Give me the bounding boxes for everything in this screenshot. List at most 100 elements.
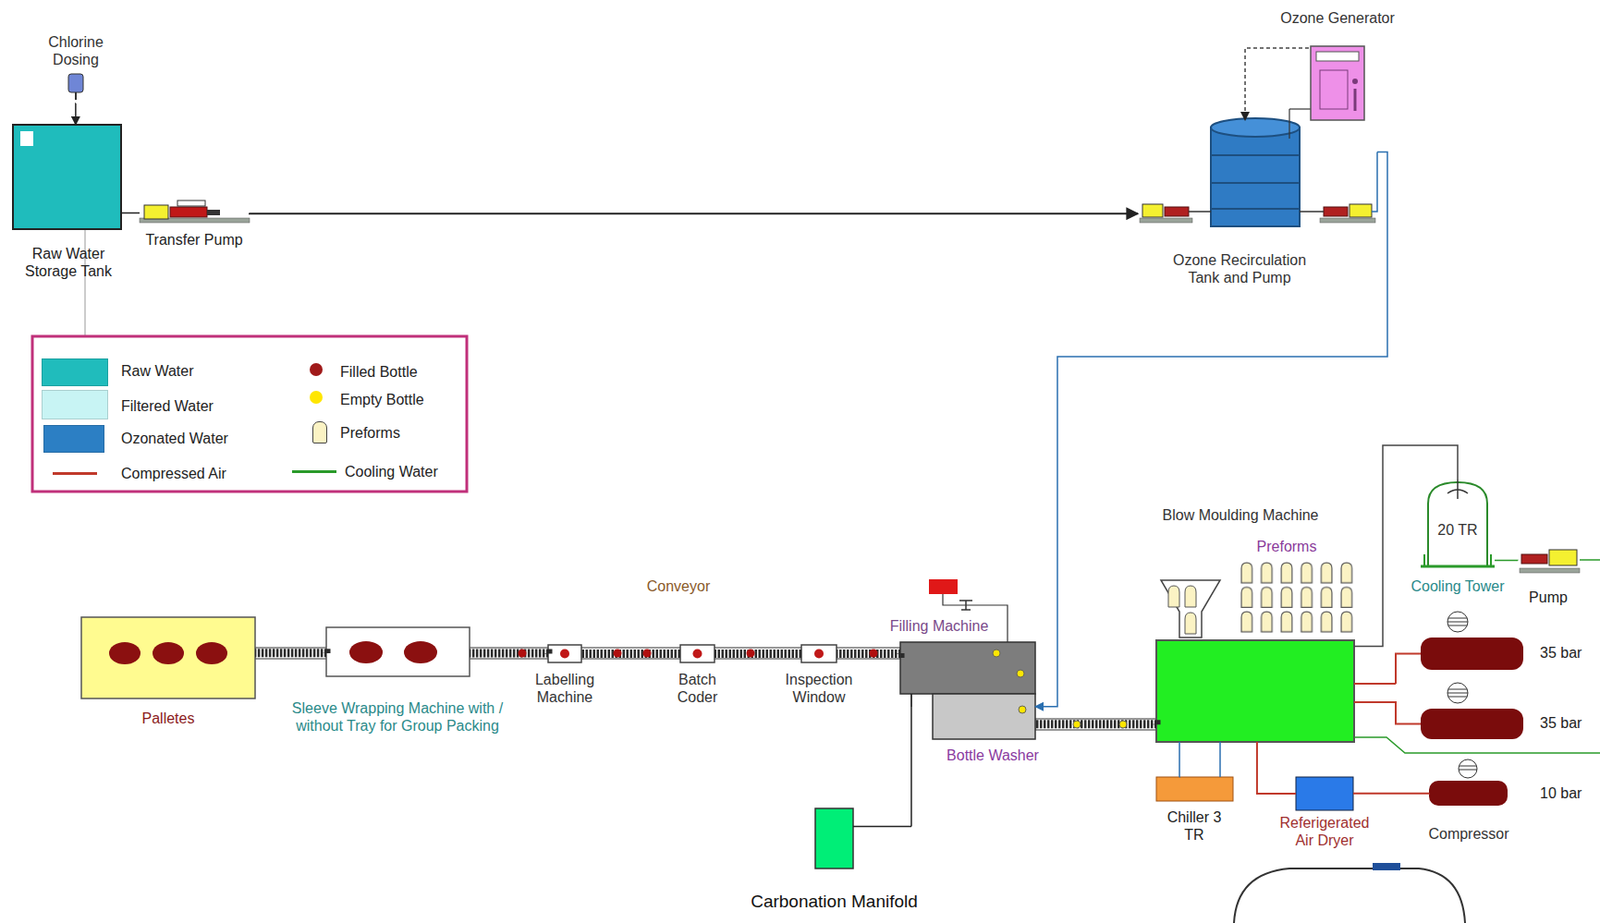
illustration-part xyxy=(1447,611,1468,633)
illustration-part xyxy=(1210,127,1300,227)
node-label: Ozone Generator xyxy=(1280,9,1395,27)
illustration-part xyxy=(1236,560,1357,635)
ozone-tank: Ozone Recirculation Tank and Pump xyxy=(1137,120,1378,227)
chiller-box: Chiller 3 TR xyxy=(1156,777,1234,802)
illustration-part xyxy=(992,649,1001,658)
illustration-part xyxy=(1156,640,1355,743)
illustration-part xyxy=(32,336,467,492)
conveyor-line xyxy=(581,649,681,659)
legend-label: Cooling Water xyxy=(344,463,439,481)
illustration-part xyxy=(1429,781,1508,807)
illustration-part xyxy=(1310,46,1365,121)
illustration-part xyxy=(1160,580,1221,638)
legend-swatch xyxy=(312,421,328,444)
machine-box: Sleeve Wrapping Machine with / without T… xyxy=(326,627,470,677)
illustration-part xyxy=(1316,51,1359,62)
legend-label: Empty Bottle xyxy=(340,390,425,409)
legend-swatch xyxy=(309,363,323,377)
illustration-part xyxy=(1210,182,1300,184)
illustration-part xyxy=(560,649,570,660)
conveyor-line xyxy=(255,648,327,658)
machine-box: Bottle Washer xyxy=(932,694,1036,740)
illustration-part xyxy=(815,808,854,869)
illustration-part xyxy=(1490,554,1492,567)
pipe-line xyxy=(1354,445,1458,648)
legend-swatch xyxy=(292,470,337,474)
conveyor-line xyxy=(469,649,549,659)
legend-swatch xyxy=(41,358,109,387)
part-label: Preforms xyxy=(1257,537,1318,556)
pipe-line xyxy=(1245,48,1309,121)
illustration-part xyxy=(1219,742,1222,778)
illustration-part xyxy=(1420,565,1495,569)
illustration-part xyxy=(1579,559,1600,562)
illustration-part xyxy=(643,649,652,659)
node-label: Batch Coder xyxy=(665,671,731,707)
illustration-part xyxy=(1295,777,1354,811)
legend-swatch xyxy=(309,390,323,404)
illustration-part xyxy=(1156,777,1234,802)
pipe-line xyxy=(1354,702,1421,725)
illustration-part xyxy=(1299,210,1324,213)
illustration-part xyxy=(403,641,438,664)
conveyor-line xyxy=(714,649,802,659)
pump: Transfer Pump xyxy=(139,203,250,223)
node-label: Ozone Recirculation Tank and Pump xyxy=(1160,251,1319,287)
pipe-line xyxy=(1178,742,1181,778)
illustration-part xyxy=(81,617,256,699)
illustration-part xyxy=(326,627,470,677)
node-label: Chiller 3 TR xyxy=(1166,808,1222,844)
illustration-part xyxy=(1168,586,1180,608)
legend-box: Raw WaterFiltered WaterOzonated WaterCom… xyxy=(32,336,467,492)
illustration-part xyxy=(207,209,220,216)
pallet-box: Palletes xyxy=(81,617,256,699)
illustration-part xyxy=(1210,118,1300,137)
conveyor-line xyxy=(1035,720,1157,729)
illustration-part xyxy=(959,600,973,611)
illustration-part xyxy=(1420,708,1524,740)
node-label: Palletes xyxy=(142,709,196,728)
pipe-line xyxy=(1354,654,1421,685)
illustration-part xyxy=(928,579,958,595)
legend-label: Preforms xyxy=(340,424,401,442)
legend-swatch xyxy=(43,425,105,453)
illustration-part xyxy=(1458,766,1478,770)
legend-swatch xyxy=(52,472,98,476)
machine-box: Inspection Window xyxy=(801,645,837,663)
node-label: Referigerated Air Dryer xyxy=(1269,814,1381,850)
illustration-part xyxy=(20,131,34,147)
node-label: Filling Machine xyxy=(890,617,990,636)
part-label: Conveyor xyxy=(647,577,710,596)
illustration-part xyxy=(680,645,715,663)
pipe-line xyxy=(74,103,77,125)
node-label: Chlorine Dosing xyxy=(38,33,113,69)
storage-tank: Raw Water Storage Tank xyxy=(12,124,122,230)
illustration-part xyxy=(869,649,879,659)
pipe-line xyxy=(1494,560,1518,562)
pipe-line xyxy=(1035,152,1388,708)
air-receiver: 35 bar xyxy=(1420,708,1524,740)
illustration-part xyxy=(1319,218,1376,223)
illustration-part xyxy=(1420,637,1524,671)
illustration-part xyxy=(109,642,141,665)
illustration-part xyxy=(349,641,383,664)
illustration-part xyxy=(1035,719,1157,731)
illustration-part xyxy=(693,649,703,660)
node-label: Inspection Window xyxy=(772,671,866,707)
part-label: Compressor xyxy=(1428,825,1509,843)
illustration-part xyxy=(1210,154,1300,157)
illustration-part xyxy=(1319,70,1348,110)
illustration-part xyxy=(12,124,122,230)
ozone-generator: Ozone Generator xyxy=(1308,43,1366,123)
pipe-line xyxy=(1257,742,1296,794)
illustration-part xyxy=(942,594,1008,643)
illustration-part xyxy=(1164,207,1189,217)
illustration-part xyxy=(1289,108,1311,110)
illustration-part xyxy=(1447,489,1468,494)
illustration-part xyxy=(548,645,582,663)
illustration-part xyxy=(518,649,527,659)
legend-label: Filled Bottle xyxy=(340,363,418,381)
